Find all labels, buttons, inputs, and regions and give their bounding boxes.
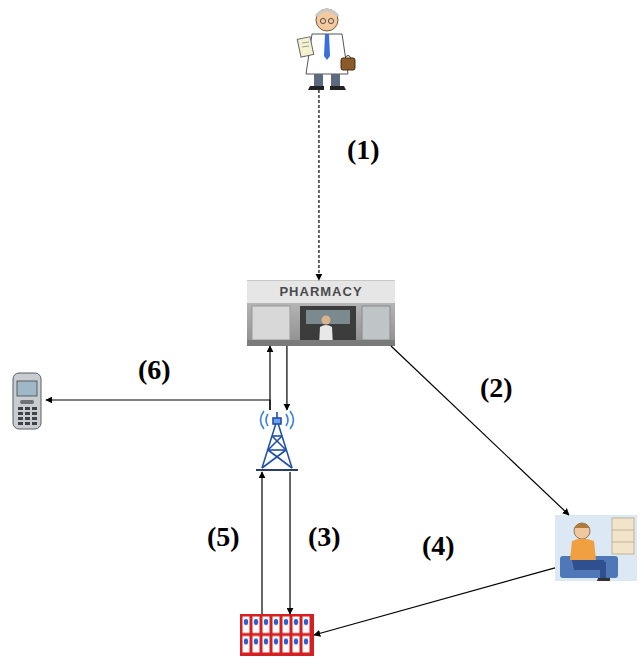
step-number: (5) (205, 522, 242, 552)
flow-arrow (314, 568, 555, 635)
step-number: (4) (420, 531, 457, 561)
cell-tower (256, 411, 298, 470)
flow-arrow (289, 472, 290, 614)
patient-figure (555, 515, 637, 581)
pharmacy-photo (247, 280, 395, 346)
sign-text: PHARMACY (275, 283, 366, 300)
pill-organiser (240, 614, 314, 656)
patient-node (555, 515, 637, 581)
step-number: (6) (136, 355, 173, 385)
tower-node (246, 410, 308, 472)
doctor-figure (297, 9, 355, 90)
mobile-phone (13, 373, 41, 429)
flow-arrow (261, 472, 262, 614)
flow-arrow (286, 346, 287, 410)
doctor-node (296, 2, 358, 90)
flow-arrow (46, 400, 270, 410)
pillbox-node (240, 614, 314, 656)
flow-arrow (318, 90, 319, 280)
pharmacy-node: PHARMACY (247, 280, 395, 346)
step-number: (3) (306, 522, 343, 552)
step-number: (1) (345, 135, 382, 165)
step-number: (2) (478, 373, 515, 403)
phone-node (8, 372, 46, 430)
flow-arrow (391, 346, 569, 515)
